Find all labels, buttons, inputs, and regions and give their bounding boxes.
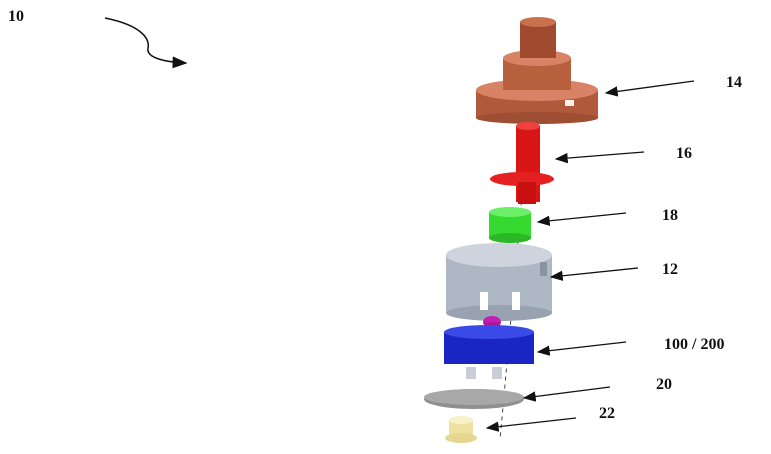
leader-arrow-14 bbox=[604, 80, 695, 97]
part-12-housing bbox=[446, 243, 552, 321]
leader-arrow-20 bbox=[522, 386, 611, 402]
leader-arrow-12 bbox=[549, 267, 639, 281]
label-part-16: 16 bbox=[676, 145, 692, 162]
part-16-spindle bbox=[490, 122, 554, 204]
part-14-top-cap bbox=[476, 17, 598, 124]
label-part-18: 18 bbox=[662, 207, 678, 224]
leader-arrow-16 bbox=[554, 151, 645, 164]
label-assembly-10: 10 bbox=[8, 8, 24, 25]
label-part-22: 22 bbox=[599, 405, 615, 422]
leader-arrow-100-200 bbox=[536, 341, 627, 356]
label-part-100-200: 100 / 200 bbox=[664, 336, 725, 353]
leader-arrow-22 bbox=[485, 417, 577, 432]
part-20-disc bbox=[424, 389, 524, 409]
label-part-14: 14 bbox=[726, 74, 742, 91]
part-100-200-base-block bbox=[444, 316, 534, 379]
part-22-pin bbox=[445, 416, 477, 443]
label-part-12: 12 bbox=[662, 261, 678, 278]
label-part-20: 20 bbox=[656, 376, 672, 393]
assembly-leader-arrow bbox=[104, 17, 188, 69]
leader-arrow-18 bbox=[536, 212, 627, 226]
part-18-collar bbox=[489, 207, 531, 243]
